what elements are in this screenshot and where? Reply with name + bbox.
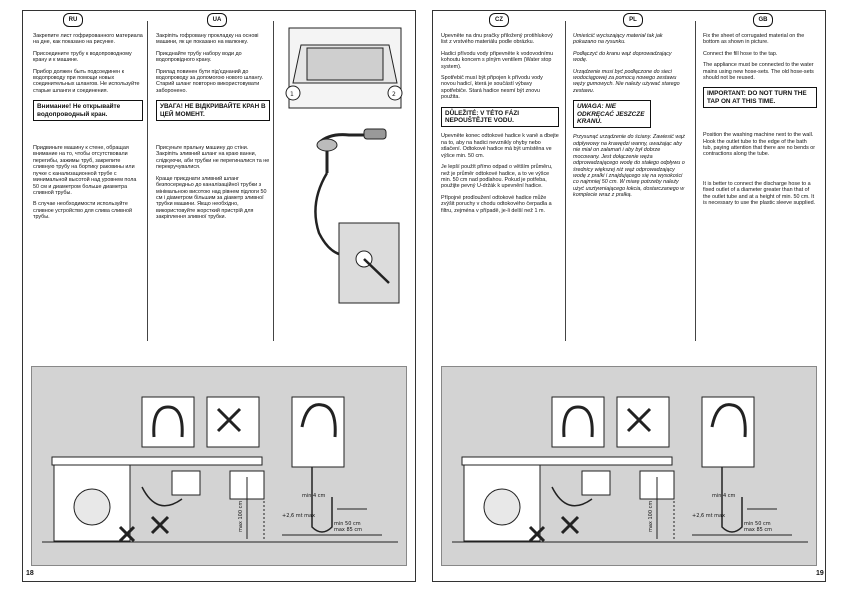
ru-p1: Закрепите лист гофрированного материала … xyxy=(33,33,143,46)
pl-p4: Przysunąć urządzenie do ściany. Zawiesić… xyxy=(573,134,685,199)
svg-text:2: 2 xyxy=(392,91,396,98)
label-min-height: min 4 cm xyxy=(712,493,736,499)
column-pl: Umieścić wyciszający materiał tak jak po… xyxy=(573,33,685,204)
column-divider xyxy=(147,21,148,341)
label-max-26: +2,6 mt max xyxy=(692,513,725,519)
gb-p2: Connect the fill hose to the tap. xyxy=(703,50,778,57)
lang-badge-cz: CZ xyxy=(489,13,509,27)
column-ru: Закрепите лист гофрированного материала … xyxy=(33,33,143,226)
page-number-right: 19 xyxy=(816,570,824,577)
label-max-26: +2,6 mt max xyxy=(282,513,315,519)
label-min-height: min 4 cm xyxy=(302,493,326,499)
ru-p5: В случае необходимости используйте сливн… xyxy=(33,201,133,221)
label-min-50: min 50 cm xyxy=(744,521,771,527)
ru-warning: Внимание! Не открывайте водопроводный кр… xyxy=(33,100,143,122)
cz-p6: Přípojné prodloužení odtokové hadice můž… xyxy=(441,194,552,214)
lang-badge-ua: UA xyxy=(207,13,227,27)
drain-diagram: min 4 cm max 100 cm +2,6 mt max min 50 c… xyxy=(42,396,398,543)
column-divider xyxy=(695,21,696,341)
drain-diagram: min 4 cm max 100 cm +2,6 mt max min 50 c… xyxy=(452,396,808,543)
column-cz: Upevněte na dnu pračky přiložený protihl… xyxy=(441,33,559,219)
column-divider xyxy=(273,21,274,341)
cz-p5: Je lepší použít přímo odpad o větším prů… xyxy=(441,164,553,190)
label-max-100: max 100 cm xyxy=(238,501,244,532)
pl-p1: Umieścić wyciszający materiał tak jak po… xyxy=(573,33,663,46)
ua-p5: Краще приєднати зливний шланг безпосеред… xyxy=(156,175,267,221)
ua-p2: Приєднайте трубу набору води до водопров… xyxy=(156,50,242,64)
cz-p4: Upevněte konec odtokové hadice k vaně a … xyxy=(441,133,559,159)
ua-p4: Присуньте пральну машину до стіни. Закрі… xyxy=(156,145,270,171)
cz-p3: Spotřebič musí být připojen k přívodu vo… xyxy=(441,75,543,101)
cz-p2: Hadici přívodu vody připevněte k vodovod… xyxy=(441,50,554,70)
column-divider xyxy=(565,21,566,341)
ru-p3: Прибор должен быть подсоединен к водопро… xyxy=(33,68,140,94)
pl-p2: Podłączyć do kranu wąż doprowadzający wo… xyxy=(573,50,672,64)
right-page: CZ PL GB Upevněte na dnu pračky přiložen… xyxy=(432,10,826,582)
ru-p4: Придвиньте машину к стене, обращая внима… xyxy=(33,145,137,196)
left-page: RU UA Закрепите лист гофрированного мате… xyxy=(22,10,416,582)
ua-p3: Прилад повинен бути під'єднаний до водоп… xyxy=(156,68,264,94)
lang-badge-gb: GB xyxy=(753,13,773,27)
gb-p4: Position the washing machine next to the… xyxy=(703,132,816,158)
lang-badge-pl: PL xyxy=(623,13,643,27)
pl-p3: Urządzenie musi być podłączone do sieci … xyxy=(573,68,680,94)
svg-text:1: 1 xyxy=(290,91,294,98)
label-max-100: max 100 cm xyxy=(648,501,654,532)
gb-p1: Fix the sheet of corrugated material on … xyxy=(703,33,805,46)
drain-figure-left: min 4 cm max 100 cm +2,6 mt max min 50 c… xyxy=(31,366,407,566)
gb-warning: IMPORTANT: DO NOT TURN THE TAP ON AT THI… xyxy=(703,87,817,109)
cz-p1: Upevněte na dnu pračky přiložený protihl… xyxy=(441,33,553,46)
ua-p1: Закріпіть гофровану прокладку на основі … xyxy=(156,33,259,46)
gb-p3: The appliance must be connected to the w… xyxy=(703,62,814,82)
cz-warning: DŮLEŽITÉ: V TÉTO FÁZI NEPOUŠTĚJTE VODU. xyxy=(441,106,559,128)
installation-illustration: 1 2 xyxy=(285,27,403,304)
page-number-left: 18 xyxy=(26,570,34,577)
label-max-85: max 85 cm xyxy=(334,527,362,533)
label-min-50: min 50 cm xyxy=(334,521,361,527)
pl-warning: UWAGA: NIE ODKRĘCAĆ JESZCZE KRANU. xyxy=(573,100,651,129)
drain-figure-right: min 4 cm max 100 cm +2,6 mt max min 50 c… xyxy=(441,366,817,566)
column-gb: Fix the sheet of corrugated material on … xyxy=(703,33,817,212)
gb-p5: It is better to connect the discharge ho… xyxy=(703,180,816,207)
label-max-85: max 85 cm xyxy=(744,527,772,533)
column-ua: Закріпіть гофровану прокладку на основі … xyxy=(156,33,270,226)
ru-p2: Присоедините трубу к водопроводному кран… xyxy=(33,50,132,64)
lang-badge-ru: RU xyxy=(63,13,83,27)
ua-warning: УВАГА! НЕ ВІДКРИВАЙТЕ КРАН В ЦЕЙ МОМЕНТ. xyxy=(156,100,270,122)
